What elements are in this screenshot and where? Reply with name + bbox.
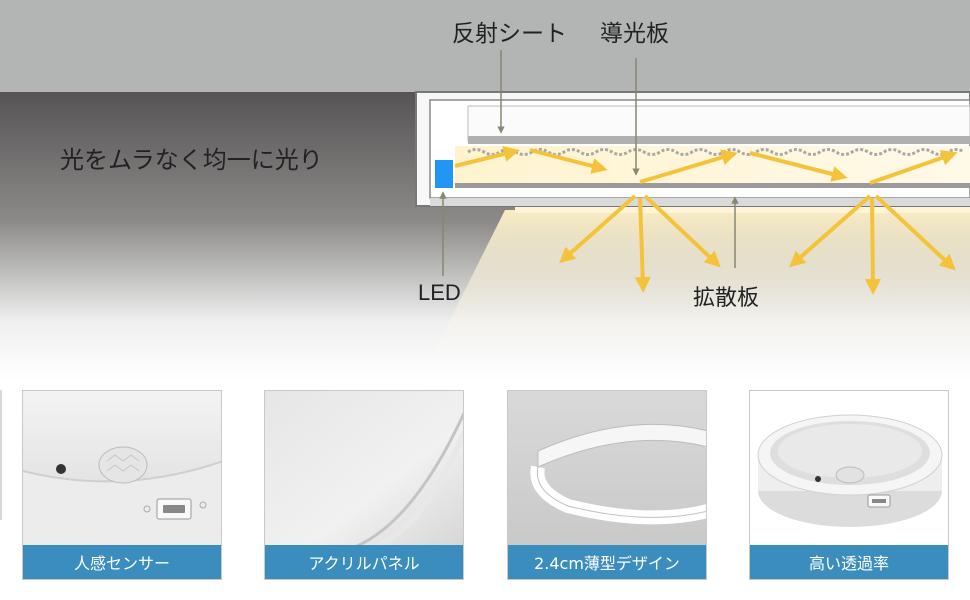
led-label: LED xyxy=(418,280,461,305)
tagline: 光をムラなく均一に光り xyxy=(60,146,323,174)
outgoing-light-arrows xyxy=(559,194,956,295)
feature-card-thin-design: 2.4cm薄型デザイン xyxy=(507,390,707,580)
motion-sensor-icon xyxy=(23,391,221,547)
diffuser-plate xyxy=(430,198,970,206)
feature-caption: 2.4cm薄型デザイン xyxy=(508,545,706,579)
feature-caption: アクリルパネル xyxy=(265,545,463,579)
label-pointers xyxy=(439,50,739,276)
light-guide-label: 導光板 xyxy=(600,21,669,47)
diffuser-label: 拡散板 xyxy=(693,286,760,311)
light-diffusion-diagram: 反射シート 導光板 光をムラなく均一に光り LED 拡散板 xyxy=(0,0,970,380)
light-beam xyxy=(420,210,970,380)
edge-divider xyxy=(0,390,2,520)
internal-light-paths xyxy=(454,146,958,185)
ceiling xyxy=(0,0,970,92)
diagram-graphic xyxy=(0,0,970,380)
feature-card-transmittance: 高い透過率 xyxy=(749,390,949,580)
feature-card-acrylic-panel: アクリルパネル xyxy=(264,390,464,580)
fixture-cross-section xyxy=(415,91,970,213)
round-light-icon xyxy=(750,391,948,547)
led-chip xyxy=(435,160,453,188)
reflect-sheet xyxy=(468,136,970,144)
feature-caption: 人感センサー xyxy=(23,545,221,579)
reflect-sheet-label: 反射シート xyxy=(452,21,567,47)
thin-ring-icon xyxy=(508,391,706,547)
acrylic-panel-icon xyxy=(265,391,463,547)
feature-card-motion-sensor: 人感センサー xyxy=(22,390,222,580)
feature-caption: 高い透過率 xyxy=(750,545,948,579)
